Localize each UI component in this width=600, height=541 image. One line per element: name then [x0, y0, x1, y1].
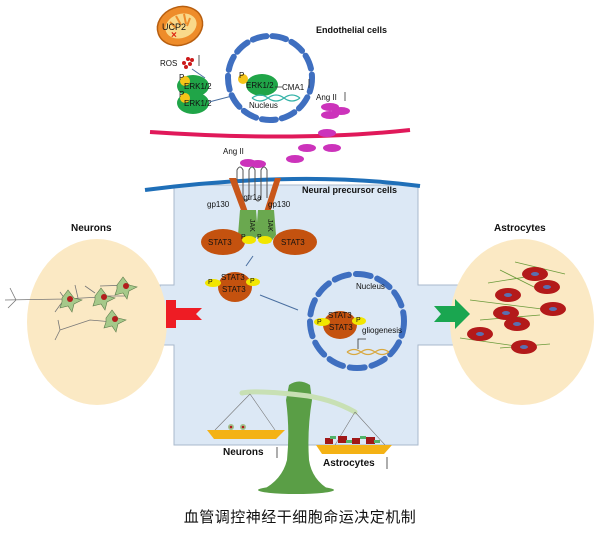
svg-text:P: P: [179, 90, 184, 99]
npc-title: Neural precursor cells: [302, 185, 397, 195]
angii-bound: [240, 159, 266, 168]
astrocyte-icons: [459, 261, 566, 354]
cross-icon: ×: [171, 30, 177, 41]
figure-caption: 血管调控神经干细胞命运决定机制: [183, 508, 417, 526]
svg-text:STAT3: STAT3: [328, 311, 352, 320]
ucp2-label: UCP2: [162, 22, 186, 32]
erk-complex-cytoplasm: P P ERK1/2 ERK1/2: [177, 73, 212, 114]
balance-astrocytes-label: Astrocytes: [323, 458, 375, 469]
agtr1a-receptor: [236, 166, 268, 202]
npc-nucleus: [307, 271, 407, 371]
erk-label-nucleus: ERK1/2: [246, 81, 274, 90]
ros-label: ROS: [160, 59, 177, 68]
erk-label-a: ERK1/2: [184, 82, 212, 91]
endothelial-nucleus: [225, 33, 315, 123]
svg-text:STAT3: STAT3: [221, 273, 245, 282]
cma1-label: CMA1: [282, 83, 305, 92]
inhibit-icon: [166, 300, 202, 328]
gp130-left-label: gp130: [207, 200, 230, 209]
endothelial-title: Endothelial cells: [316, 25, 387, 35]
jak-dimer: JAK JAK: [238, 210, 276, 243]
neurons-title: Neurons: [71, 223, 112, 234]
gliogenesis-label: gliogenesis: [362, 326, 402, 335]
endothelial-nucleus-label: Nucleus: [249, 101, 278, 110]
gp130-right: [264, 178, 281, 213]
balance-neurons-label: Neurons: [223, 447, 264, 458]
npc-membrane: [144, 176, 421, 192]
svg-text:STAT3: STAT3: [329, 323, 353, 332]
stat3-dimer-nucleus: P P STAT3 STAT3: [314, 311, 366, 339]
endothelial-membrane: [149, 128, 411, 139]
gp130-left: [229, 178, 248, 213]
npc-nucleus-label: Nucleus: [356, 282, 385, 291]
svg-text:P: P: [241, 234, 246, 241]
balance-scale: [207, 381, 392, 494]
svg-text:P: P: [250, 278, 255, 285]
stat3-dimer-cytoplasm: P P STAT3 STAT3: [205, 272, 260, 302]
agtr1a-label: Agtr1a: [238, 193, 262, 202]
stat3-receptor-bound: P P STAT3 STAT3: [201, 229, 317, 255]
svg-text:P: P: [356, 317, 361, 324]
ros-dots: [182, 57, 194, 69]
neuron-bodies: [59, 276, 138, 333]
svg-text:P: P: [239, 71, 244, 80]
npc-dna-helix: [346, 348, 390, 356]
gp130-right-label: gp130: [268, 200, 291, 209]
svg-text:P: P: [208, 279, 213, 286]
svg-text:P: P: [179, 73, 184, 82]
erk-complex-nucleus: P ERK1/2: [238, 71, 278, 96]
svg-text:JAK: JAK: [248, 219, 255, 232]
angii-molecules: [286, 103, 350, 163]
svg-text:STAT3: STAT3: [222, 285, 246, 294]
angii-label-endothelial: Ang II: [316, 93, 337, 102]
svg-text:JAK: JAK: [266, 219, 273, 232]
svg-text:P: P: [257, 234, 262, 241]
angii-label-npc: Ang II: [223, 147, 244, 156]
svg-text:P: P: [317, 319, 322, 326]
neurons-cell: [27, 239, 167, 405]
svg-text:STAT3: STAT3: [208, 238, 232, 247]
promote-arrow-icon: [434, 299, 470, 329]
svg-text:STAT3: STAT3: [281, 238, 305, 247]
astrocytes-title: Astrocytes: [494, 223, 546, 234]
mitochondrion: UCP2 ×: [156, 5, 204, 47]
erk-label-b: ERK1/2: [184, 99, 212, 108]
dna-helix: [251, 94, 301, 102]
